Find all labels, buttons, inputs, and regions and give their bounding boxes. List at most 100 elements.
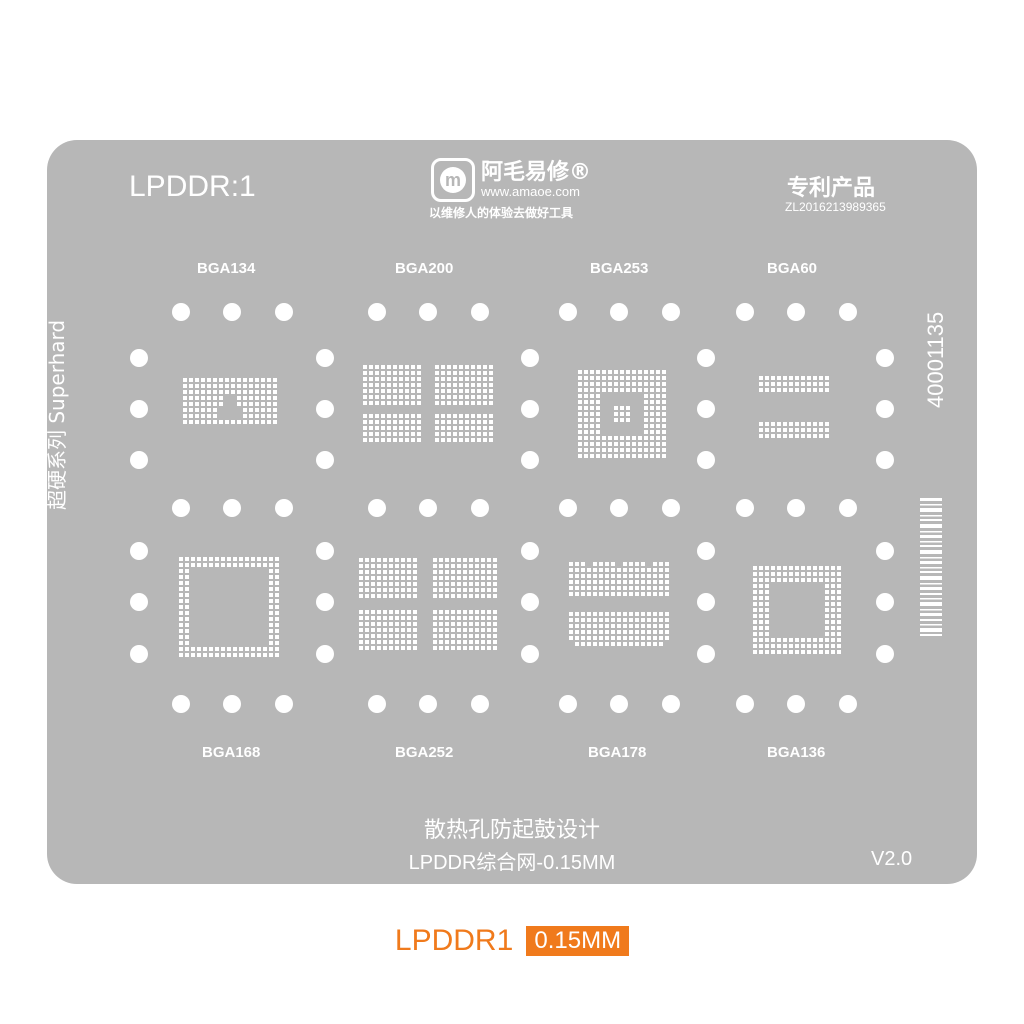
bga-ball-grid bbox=[435, 414, 493, 442]
bga-ball-grid bbox=[759, 376, 829, 392]
alignment-hole bbox=[316, 349, 334, 367]
alignment-hole bbox=[521, 400, 539, 418]
alignment-hole bbox=[172, 695, 190, 713]
version-label: V2.0 bbox=[871, 848, 913, 870]
product-code: 40001135 bbox=[923, 311, 948, 408]
alignment-hole bbox=[697, 542, 715, 560]
alignment-hole bbox=[662, 695, 680, 713]
alignment-hole bbox=[316, 645, 334, 663]
alignment-hole bbox=[559, 695, 577, 713]
alignment-hole bbox=[316, 400, 334, 418]
alignment-hole bbox=[876, 593, 894, 611]
alignment-hole bbox=[787, 695, 805, 713]
alignment-hole bbox=[697, 400, 715, 418]
alignment-hole bbox=[419, 499, 437, 517]
brand-logo-icon: m bbox=[431, 158, 475, 202]
brand-slogan: 以维修人的体验去做好工具 bbox=[429, 206, 574, 220]
bga-ball-grid bbox=[179, 557, 279, 657]
alignment-hole bbox=[172, 499, 190, 517]
alignment-hole bbox=[130, 593, 148, 611]
alignment-hole bbox=[521, 542, 539, 560]
alignment-hole bbox=[275, 695, 293, 713]
bga-ball-grid bbox=[435, 365, 493, 405]
logo-letter: m bbox=[440, 167, 466, 193]
alignment-hole bbox=[521, 593, 539, 611]
bga-ball-grid bbox=[359, 610, 417, 650]
alignment-hole bbox=[839, 499, 857, 517]
bga-ball-grid bbox=[433, 610, 497, 650]
alignment-hole bbox=[876, 451, 894, 469]
alignment-hole bbox=[787, 303, 805, 321]
alignment-hole bbox=[471, 303, 489, 321]
alignment-hole bbox=[275, 303, 293, 321]
alignment-hole bbox=[130, 451, 148, 469]
bga-ball-grid bbox=[433, 558, 497, 598]
caption-model: LPDDR1 bbox=[394, 924, 514, 957]
bga-ball-grid bbox=[183, 408, 277, 424]
alignment-hole bbox=[876, 645, 894, 663]
series-label: 超硬系列 Superhard bbox=[45, 319, 69, 510]
package-label-bottom-1: BGA168 bbox=[202, 744, 261, 761]
alignment-hole bbox=[559, 303, 577, 321]
alignment-hole bbox=[876, 349, 894, 367]
stencil-title: LPDDR:1 bbox=[129, 170, 256, 203]
alignment-hole bbox=[839, 695, 857, 713]
alignment-hole bbox=[275, 499, 293, 517]
alignment-hole bbox=[316, 593, 334, 611]
alignment-hole bbox=[223, 695, 241, 713]
stencil-spec: LPDDR综合网-0.15MM bbox=[408, 852, 616, 874]
alignment-hole bbox=[697, 645, 715, 663]
brand-name: 阿毛易修® bbox=[481, 160, 592, 185]
bga-ball-grid bbox=[753, 566, 841, 654]
bga-ball-grid bbox=[183, 378, 277, 406]
alignment-hole bbox=[697, 451, 715, 469]
alignment-hole bbox=[368, 499, 386, 517]
product-caption: LPDDR1 0.15MM bbox=[0, 924, 1024, 958]
alignment-hole bbox=[610, 695, 628, 713]
barcode-icon bbox=[920, 498, 942, 636]
alignment-hole bbox=[662, 499, 680, 517]
design-note: 散热孔防起鼓设计 bbox=[423, 818, 600, 843]
alignment-hole bbox=[736, 499, 754, 517]
alignment-hole bbox=[471, 695, 489, 713]
alignment-hole bbox=[839, 303, 857, 321]
alignment-hole bbox=[368, 303, 386, 321]
alignment-hole bbox=[419, 303, 437, 321]
bga-ball-grid bbox=[578, 370, 666, 458]
alignment-hole bbox=[172, 303, 190, 321]
package-label-top-2: BGA200 bbox=[395, 260, 454, 277]
alignment-hole bbox=[223, 499, 241, 517]
alignment-hole bbox=[471, 499, 489, 517]
alignment-hole bbox=[610, 303, 628, 321]
bga-ball-grid bbox=[363, 365, 421, 405]
alignment-hole bbox=[559, 499, 577, 517]
alignment-hole bbox=[130, 400, 148, 418]
alignment-hole bbox=[876, 400, 894, 418]
bga-ball-grid bbox=[359, 558, 417, 598]
bga-ball-grid bbox=[569, 612, 669, 646]
package-label-bottom-3: BGA178 bbox=[588, 744, 647, 761]
alignment-hole bbox=[130, 645, 148, 663]
alignment-hole bbox=[610, 499, 628, 517]
alignment-hole bbox=[697, 349, 715, 367]
alignment-hole bbox=[736, 303, 754, 321]
patent-number: ZL2016213989365 bbox=[785, 200, 886, 214]
caption-thickness-badge: 0.15MM bbox=[526, 926, 630, 956]
alignment-hole bbox=[130, 542, 148, 560]
alignment-hole bbox=[223, 303, 241, 321]
alignment-hole bbox=[368, 695, 386, 713]
package-label-top-3: BGA253 bbox=[590, 260, 649, 277]
package-label-bottom-2: BGA252 bbox=[395, 744, 454, 761]
brand-website: www.amaoe.com bbox=[481, 184, 580, 199]
bga-ball-grid bbox=[759, 422, 829, 438]
alignment-hole bbox=[787, 499, 805, 517]
alignment-hole bbox=[697, 593, 715, 611]
alignment-hole bbox=[736, 695, 754, 713]
alignment-hole bbox=[316, 451, 334, 469]
package-label-top-1: BGA134 bbox=[197, 260, 256, 277]
patent-label: 专利产品 bbox=[787, 176, 876, 201]
alignment-hole bbox=[130, 349, 148, 367]
bga-ball-grid bbox=[569, 562, 669, 596]
alignment-hole bbox=[521, 451, 539, 469]
alignment-hole bbox=[316, 542, 334, 560]
